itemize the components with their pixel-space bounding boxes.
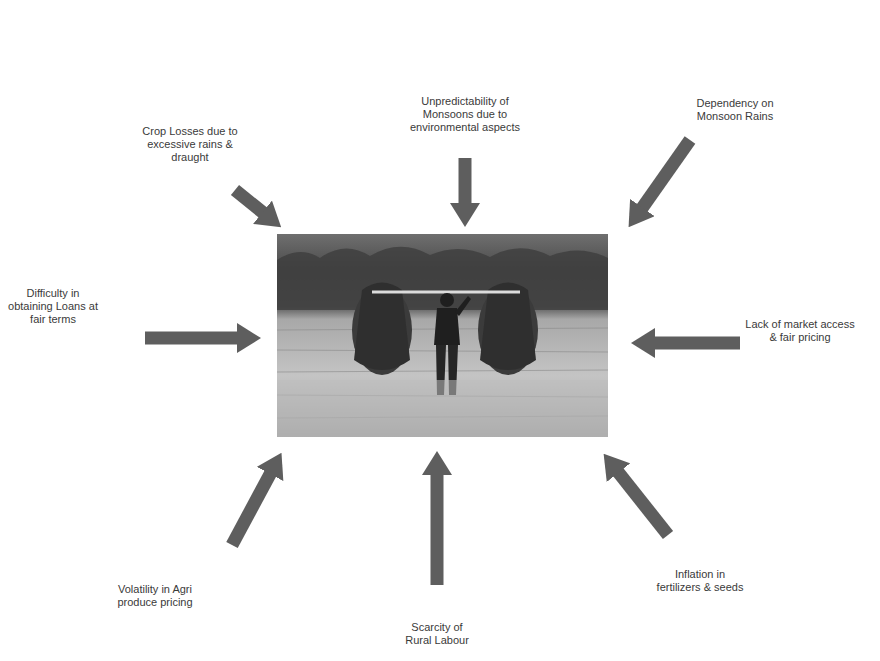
cause-label: Crop Losses due to excessive rains & dra…	[140, 125, 240, 164]
cause-label: Scarcity of Rural Labour	[397, 621, 477, 647]
cause-label: Difficulty in obtaining Loans at fair te…	[8, 287, 98, 326]
arrow	[232, 473, 271, 545]
cause-label: Unpredictability of Monsoons due to envi…	[405, 95, 525, 134]
cause-label: Dependency on Monsoon Rains	[680, 97, 790, 123]
arrow	[618, 472, 668, 535]
field-photo	[277, 234, 608, 437]
arrow	[654, 337, 740, 350]
arrows	[145, 140, 740, 585]
cause-label: Volatility in Agri produce pricing	[110, 583, 200, 609]
arrow	[431, 474, 444, 585]
arrow	[145, 332, 238, 345]
cause-label: Inflation in fertilizers & seeds	[655, 568, 745, 594]
arrow	[459, 158, 472, 204]
cause-label: Lack of market access & fair pricing	[745, 318, 855, 344]
arrow	[642, 140, 690, 208]
arrow	[235, 190, 263, 213]
